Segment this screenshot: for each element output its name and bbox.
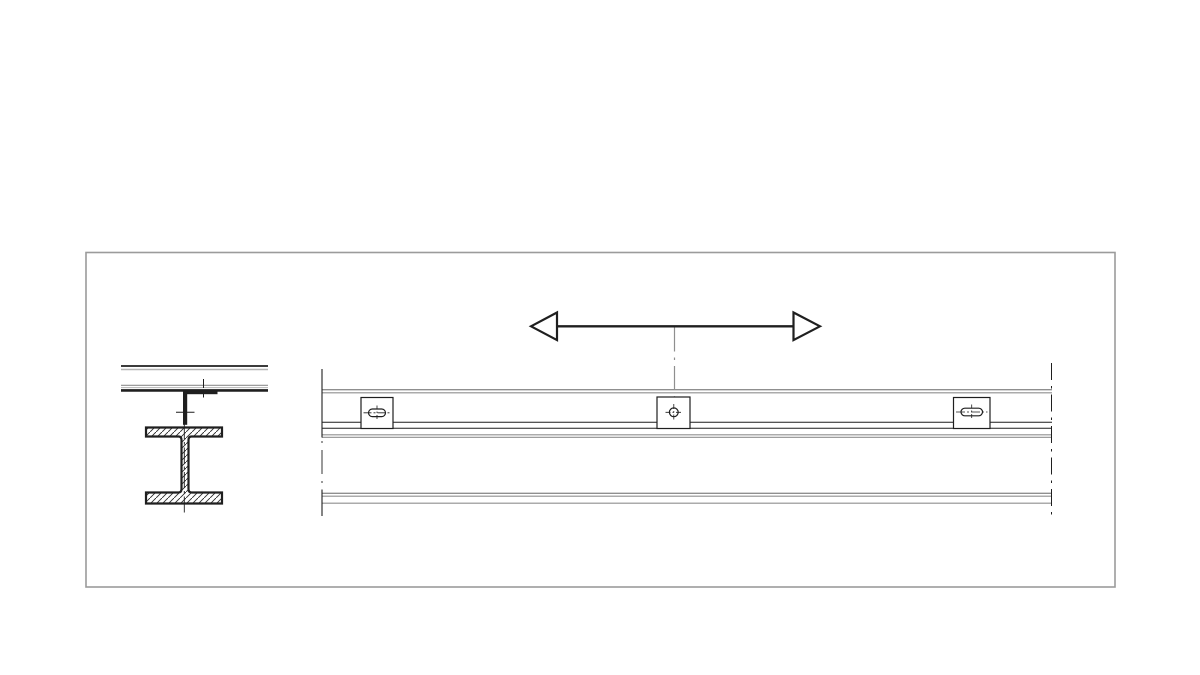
rail-elevation-view	[321, 363, 1052, 520]
ceiling-rail-band-lower	[121, 384, 268, 392]
double-headed-dimension-arrow	[528, 310, 823, 397]
left-arrowhead-icon	[528, 310, 559, 342]
beam-section-view	[121, 365, 268, 513]
hanger-angle-bracket	[183, 391, 218, 425]
drawing-frame	[85, 251, 1116, 588]
right-arrowhead-icon	[792, 310, 823, 342]
i-beam-cross-section	[144, 426, 224, 505]
ceiling-rail-band-upper	[121, 365, 268, 371]
bracket-horizontal-leg	[184, 391, 218, 395]
connector-plate-left	[360, 396, 394, 430]
connector-plate-right	[952, 396, 991, 430]
connector-plate-center	[656, 396, 691, 430]
bracket-bolt-centerline	[176, 403, 195, 421]
rail-lines	[322, 389, 1052, 504]
